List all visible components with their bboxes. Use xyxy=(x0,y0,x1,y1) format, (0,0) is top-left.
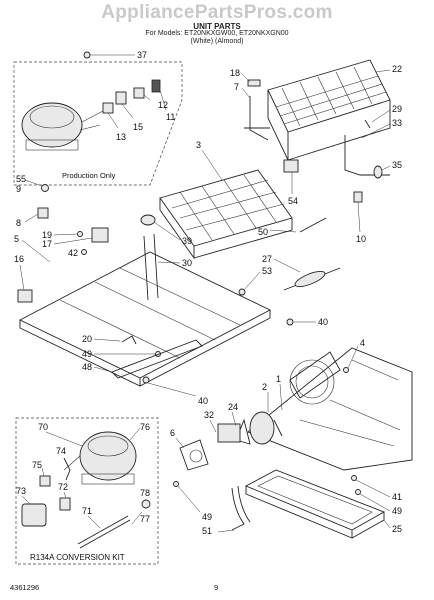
label-27: 27 xyxy=(262,254,272,264)
label-4: 4 xyxy=(360,338,365,348)
label-40-upper: 40 xyxy=(318,317,328,327)
label-35: 35 xyxy=(392,160,402,170)
conversion-kit-label: R134A CONVERSION KIT xyxy=(30,553,125,562)
production-only-text: Production Only xyxy=(62,171,116,180)
label-55: 55 xyxy=(16,174,26,184)
label-33: 33 xyxy=(392,118,402,128)
label-49-lower: 49 xyxy=(392,506,402,516)
frame-rails xyxy=(18,233,272,387)
label-78: 78 xyxy=(140,488,150,498)
label-24: 24 xyxy=(228,402,238,412)
relay-parts xyxy=(102,79,167,129)
kit-overload-73 xyxy=(21,495,47,527)
colors-line: (White) (Almond) xyxy=(190,38,244,45)
relay-bracket xyxy=(53,227,109,255)
kit-compressor xyxy=(63,431,137,485)
label-74: 74 xyxy=(56,446,66,456)
clamp-35 xyxy=(373,165,391,179)
label-42: 42 xyxy=(68,248,78,258)
drain-pan xyxy=(244,469,386,539)
label-32: 32 xyxy=(204,410,214,420)
label-40-lower: 40 xyxy=(198,396,208,406)
clip-20 xyxy=(93,335,137,345)
fan-motor xyxy=(217,411,283,445)
label-49-upper: 49 xyxy=(82,349,92,359)
label-3: 3 xyxy=(196,140,201,150)
diagram-title: UNIT PARTS xyxy=(193,22,241,31)
label-1: 1 xyxy=(276,374,281,384)
label-41: 41 xyxy=(392,492,402,502)
condenser-coil xyxy=(267,59,391,161)
label-25: 25 xyxy=(392,524,402,534)
screw-40-lower xyxy=(142,376,197,397)
part-10 xyxy=(353,191,363,233)
label-50: 50 xyxy=(258,227,268,237)
part-16 xyxy=(17,264,33,303)
label-7: 7 xyxy=(234,82,239,92)
mounting-plate xyxy=(247,347,413,471)
label-75: 75 xyxy=(32,460,42,470)
label-22: 22 xyxy=(392,64,402,74)
label-72: 72 xyxy=(58,482,68,492)
part-54 xyxy=(283,159,299,194)
bracket-6 xyxy=(175,437,209,471)
label-16: 16 xyxy=(14,254,24,264)
hose-51 xyxy=(217,485,251,533)
screw-4 xyxy=(343,367,349,373)
header-watermark: AppliancePartsPros.com xyxy=(101,2,333,23)
compressor-production xyxy=(21,102,106,151)
screw-40-upper xyxy=(286,318,316,326)
label-30: 30 xyxy=(182,258,192,268)
tube-50 xyxy=(269,217,327,233)
label-76: 76 xyxy=(140,422,150,432)
grommet-55 xyxy=(24,179,49,192)
label-49-mid: 49 xyxy=(202,512,212,522)
screw-37 xyxy=(83,51,135,59)
label-6: 6 xyxy=(170,428,175,438)
label-11: 11 xyxy=(166,112,175,122)
label-53: 53 xyxy=(262,266,272,276)
label-5: 5 xyxy=(14,234,19,244)
label-37: 37 xyxy=(137,50,147,60)
screw-49-mid xyxy=(173,481,201,513)
kit-grommet-77 xyxy=(131,499,151,525)
label-2: 2 xyxy=(262,382,267,392)
label-9: 9 xyxy=(16,184,21,194)
drier-18 xyxy=(244,79,270,141)
label-77: 77 xyxy=(140,514,150,524)
page-number: 9 xyxy=(214,583,218,592)
screw-53 xyxy=(238,271,261,296)
label-12: 12 xyxy=(158,100,168,110)
conversion-kit-box xyxy=(15,417,159,565)
evaporator-coil xyxy=(159,169,293,260)
label-13: 13 xyxy=(116,132,126,142)
kit-small-parts xyxy=(39,457,71,511)
models-line: For Models: ET20NKXGW00, ET20NKXGN00 xyxy=(145,30,289,37)
label-15: 15 xyxy=(133,122,143,132)
label-54: 54 xyxy=(288,196,298,206)
label-73: 73 xyxy=(16,486,26,496)
label-71: 71 xyxy=(82,506,92,516)
production-only-box xyxy=(13,61,183,186)
screws-41-49 xyxy=(351,475,391,529)
label-18: 18 xyxy=(230,68,240,78)
label-39: 39 xyxy=(182,236,192,246)
tube-27 xyxy=(273,258,341,291)
label-19: 19 xyxy=(42,230,52,240)
label-70: 70 xyxy=(38,422,48,432)
doc-number: 4361296 xyxy=(10,583,39,592)
label-51: 51 xyxy=(202,526,212,536)
clip-8 xyxy=(24,207,49,223)
label-8: 8 xyxy=(16,218,21,228)
label-17: 17 xyxy=(42,239,52,249)
kit-drier-71 xyxy=(77,515,131,549)
label-10: 10 xyxy=(356,234,366,244)
grommet-39 xyxy=(140,214,181,241)
label-48: 48 xyxy=(82,362,92,372)
label-29: 29 xyxy=(392,104,402,114)
rail-48 xyxy=(93,339,203,379)
tube-33 xyxy=(344,109,391,176)
label-20: 20 xyxy=(82,334,92,344)
